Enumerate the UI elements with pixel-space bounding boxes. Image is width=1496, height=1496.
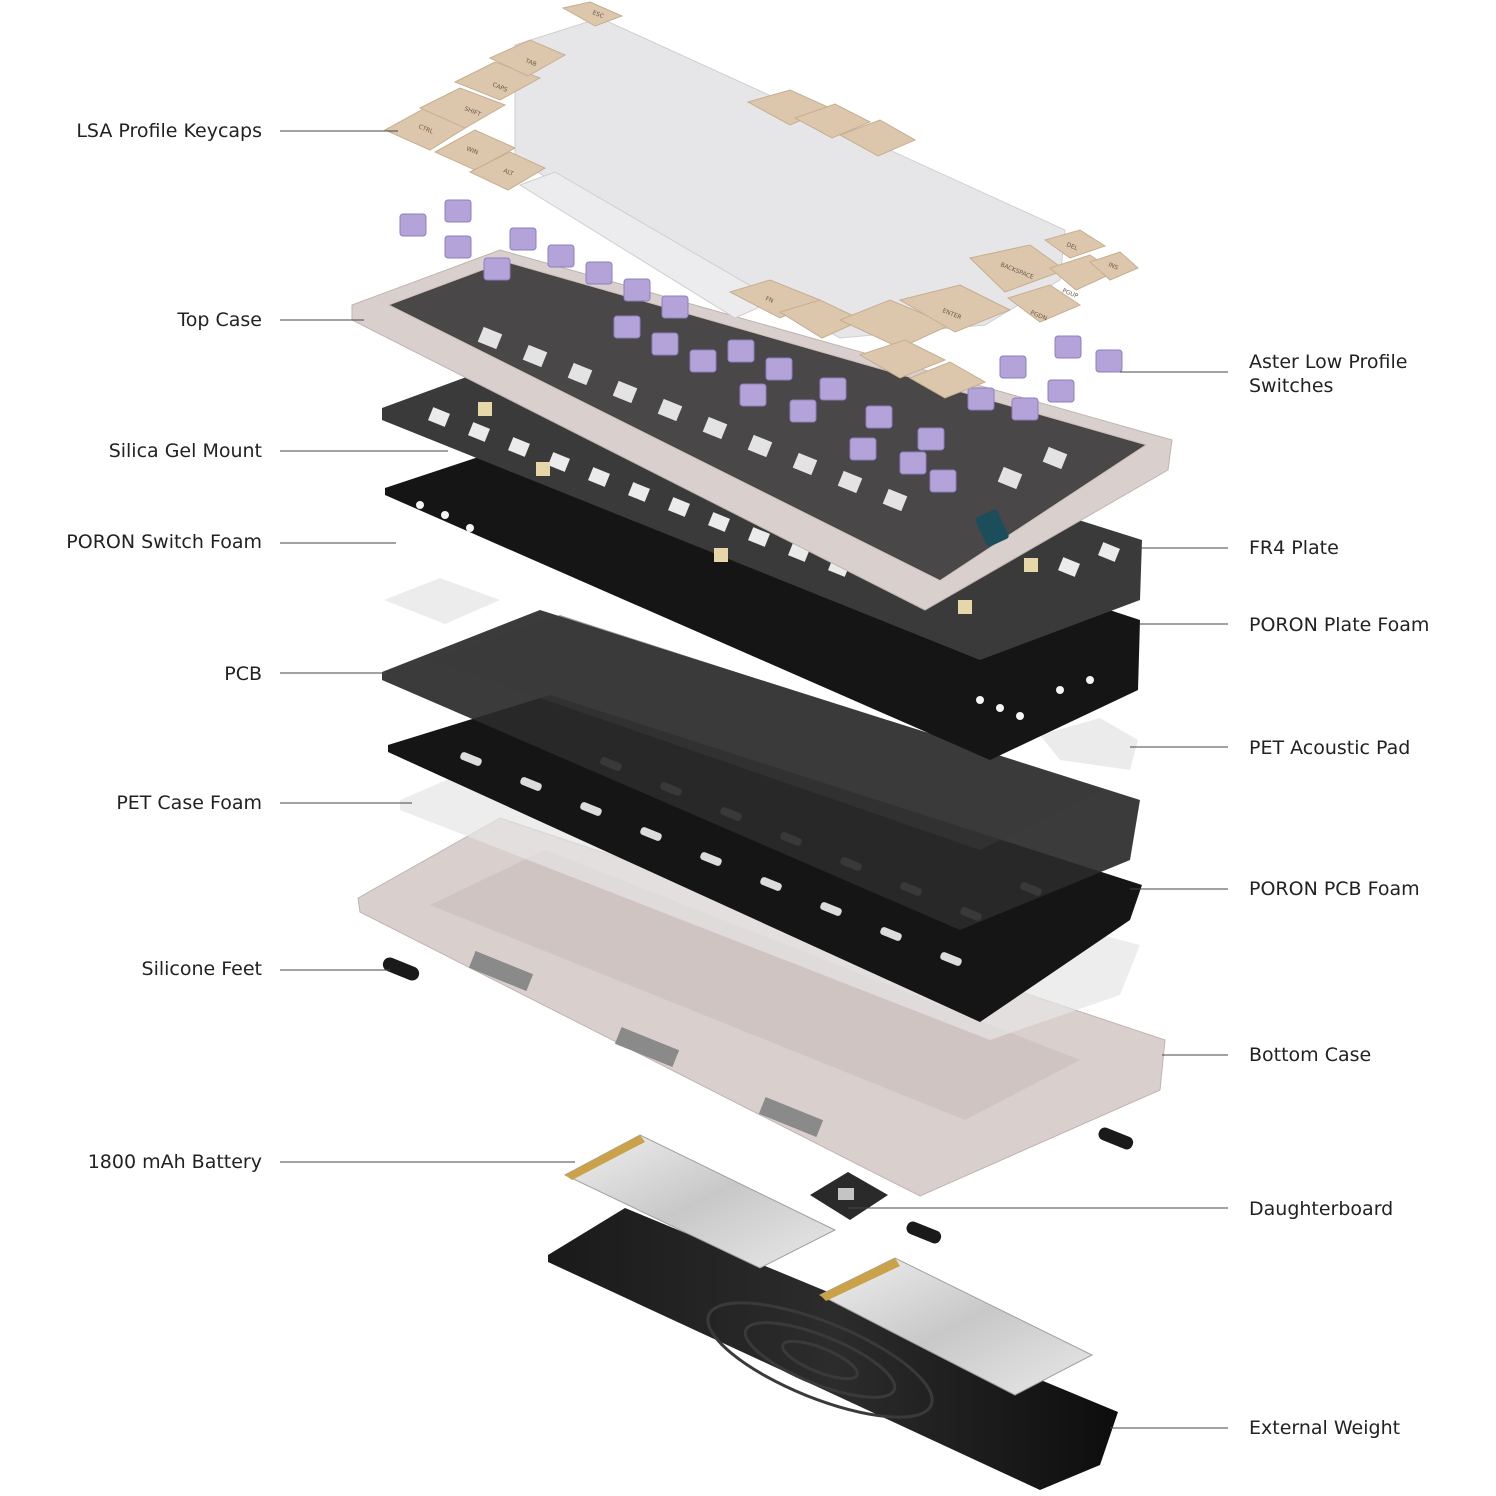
label-battery: 1800 mAh Battery xyxy=(87,1151,262,1173)
aster-switches-shapes xyxy=(399,199,1123,493)
label-poron-pcb-foam: PORON PCB Foam xyxy=(1249,878,1420,900)
label-bottom-case: Bottom Case xyxy=(1249,1044,1372,1066)
keycap-legend-pgdn: PGDN xyxy=(1029,309,1048,322)
label-poron-plate-foam: PORON Plate Foam xyxy=(1249,614,1430,636)
label-silica-gel-mount: Silica Gel Mount xyxy=(108,440,262,462)
label-pet-acoustic-pad: PET Acoustic Pad xyxy=(1249,737,1411,759)
silicone-feet-shapes xyxy=(382,957,1134,1244)
label-pcb: PCB xyxy=(224,663,262,685)
keycap-legend-ctrl: CTRL xyxy=(417,123,434,135)
daughterboard-shape xyxy=(810,1172,888,1220)
battery-cells xyxy=(563,1134,1094,1396)
keycap-legend-shift: SHIFT xyxy=(463,105,482,118)
bottom-case-shape xyxy=(357,817,1166,1197)
label-daughterboard: Daughterboard xyxy=(1249,1198,1394,1220)
label-fr4-plate: FR4 Plate xyxy=(1249,537,1339,559)
display-screen xyxy=(975,509,1009,547)
poron-plate-foam-shape xyxy=(385,430,1140,760)
keycap-legend-esc: ESC xyxy=(591,9,605,20)
pet-acoustic-pad-shape xyxy=(1040,718,1138,770)
label-silicone-feet: Silicone Feet xyxy=(141,958,262,980)
keycap-legend-tab: TAB xyxy=(523,57,537,68)
keycap-legend-fn: FN xyxy=(764,295,774,304)
label-external-weight: External Weight xyxy=(1249,1417,1401,1439)
label-lsa-keycaps: LSA Profile Keycaps xyxy=(76,120,262,142)
keycap-legend-del: DEL xyxy=(1065,241,1079,252)
keycap-legend-pgup: PGUP xyxy=(1061,287,1079,300)
label-pet-case-foam: PET Case Foam xyxy=(116,792,262,814)
keycap-legend-alt: ALT xyxy=(502,167,514,177)
lsa-keycaps-shapes xyxy=(383,1,1139,399)
keycap-legend-ins: INS xyxy=(1107,261,1119,271)
pcb-shape xyxy=(382,610,1140,930)
label-top-case: Top Case xyxy=(177,309,262,331)
keycap-legend-enter: ENTER xyxy=(941,307,962,321)
pet-sheet-left xyxy=(384,578,500,624)
label-poron-switch-foam: PORON Switch Foam xyxy=(66,531,262,553)
top-case-shape xyxy=(351,249,1173,611)
keycap-legend-backspace: BACKSPACE xyxy=(999,261,1035,281)
label-aster-switches: Aster Low Profile Switches xyxy=(1249,351,1408,397)
keycap-legend-win: WIN xyxy=(465,145,479,156)
keycap-legend-caps: CAPS xyxy=(491,81,508,93)
external-weight-shape xyxy=(548,1208,1118,1490)
